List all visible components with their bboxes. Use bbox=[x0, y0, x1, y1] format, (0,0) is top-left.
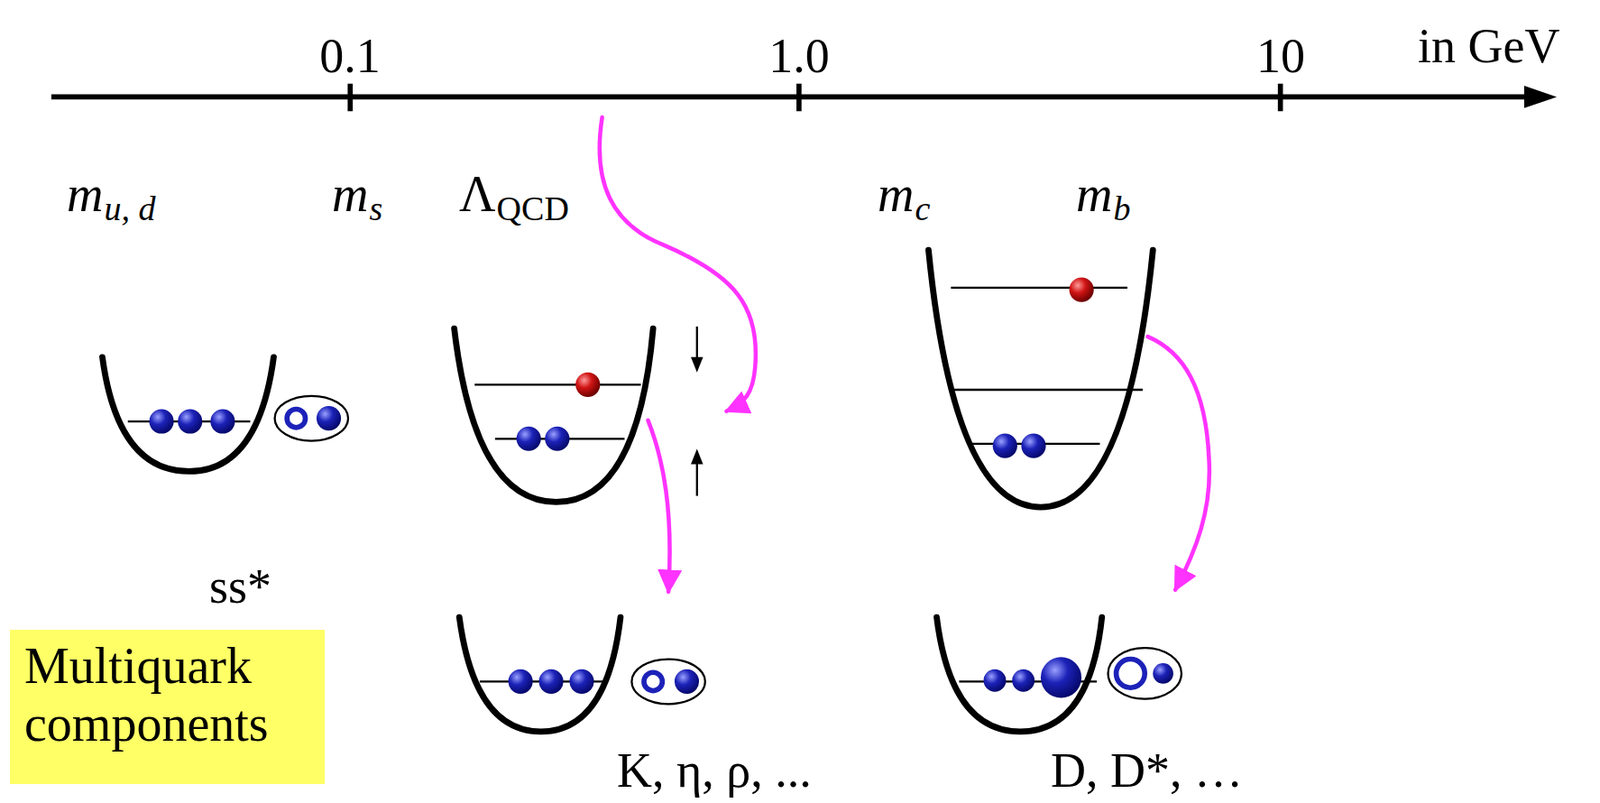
quark-balls-part bbox=[1011, 669, 1035, 692]
quark-balls-part bbox=[516, 426, 542, 451]
quark-balls-part bbox=[1040, 656, 1082, 698]
quark-antiquark-pairs bbox=[275, 395, 1182, 705]
meson-label: D, D*, … bbox=[1050, 745, 1243, 795]
quark-balls-part bbox=[1069, 277, 1095, 303]
pair-label: ss* bbox=[209, 561, 272, 611]
scale-symbol: Λ bbox=[459, 168, 497, 220]
mass-subscript: s bbox=[368, 191, 383, 226]
energy-axis-part bbox=[51, 94, 1529, 101]
quark-balls-part bbox=[983, 669, 1007, 692]
transition-arrows-part bbox=[599, 117, 756, 412]
quark-antiquark-pairs-part bbox=[286, 408, 305, 427]
quark-antiquark-pairs-part bbox=[631, 659, 705, 705]
energy-axis-part bbox=[796, 83, 802, 112]
mass-symbol: m bbox=[66, 168, 103, 220]
potential-wells-part bbox=[454, 328, 654, 502]
potential-wells-part bbox=[928, 249, 1153, 507]
quark-balls-part bbox=[538, 669, 563, 694]
quark-balls-part bbox=[993, 433, 1018, 459]
quark-balls-part bbox=[149, 408, 175, 433]
quark-antiquark-pairs-part bbox=[643, 671, 663, 690]
tick-label: 10 bbox=[1256, 31, 1306, 81]
potential-wells-part bbox=[459, 616, 621, 732]
spin-arrows bbox=[690, 326, 704, 497]
highlight-box: Multiquark components bbox=[9, 629, 325, 784]
mass-subscript: c bbox=[914, 191, 930, 226]
mass-symbol: m bbox=[331, 168, 368, 220]
energy-axis-part bbox=[1524, 85, 1557, 109]
mass-subscript: u, d bbox=[103, 191, 156, 226]
mass-symbol: m bbox=[877, 168, 914, 220]
tick-label: 1.0 bbox=[768, 31, 830, 81]
transition-arrows-part bbox=[647, 420, 670, 592]
energy-levels-part bbox=[950, 286, 1128, 289]
transition-arrows-part bbox=[1148, 336, 1210, 589]
tick-label: 0.1 bbox=[319, 31, 381, 81]
mass-symbol: m bbox=[1075, 168, 1113, 220]
box-text: Multiquark components bbox=[24, 636, 311, 754]
quark-antiquark-pairs-part bbox=[1116, 659, 1146, 689]
mass-subscript: b bbox=[1112, 191, 1131, 226]
spin-arrows-part bbox=[690, 449, 704, 465]
axis-unit: in GeV bbox=[1417, 21, 1560, 71]
potential-wells-part bbox=[101, 357, 274, 472]
energy-levels-part bbox=[950, 388, 1143, 391]
meson-label: K, η, ρ, ... bbox=[616, 745, 812, 795]
quark-antiquark-pairs-part bbox=[674, 669, 699, 694]
quark-antiquark-pairs-part bbox=[275, 395, 349, 442]
quark-balls-part bbox=[508, 669, 534, 694]
energy-levels-part bbox=[474, 383, 641, 386]
quark-antiquark-pairs-part bbox=[316, 405, 341, 431]
quark-balls-part bbox=[569, 669, 594, 694]
quark-balls-part bbox=[177, 408, 203, 433]
quark-balls-part bbox=[575, 372, 600, 397]
quark-antiquark-pairs-part bbox=[1108, 647, 1182, 699]
spin-arrows-part bbox=[690, 357, 704, 373]
energy-axis bbox=[51, 83, 1557, 112]
potential-wells-part bbox=[937, 616, 1103, 732]
transition-arrows bbox=[599, 117, 1210, 592]
energy-levels bbox=[128, 287, 1143, 682]
quark-balls-part bbox=[1020, 433, 1046, 459]
energy-axis-part bbox=[347, 83, 353, 112]
quark-balls-part bbox=[210, 408, 235, 433]
quark-balls-part bbox=[544, 426, 570, 451]
scale-subscript: QCD bbox=[496, 191, 570, 226]
energy-axis-part bbox=[1278, 83, 1284, 112]
quark-antiquark-pairs-part bbox=[1152, 662, 1174, 684]
